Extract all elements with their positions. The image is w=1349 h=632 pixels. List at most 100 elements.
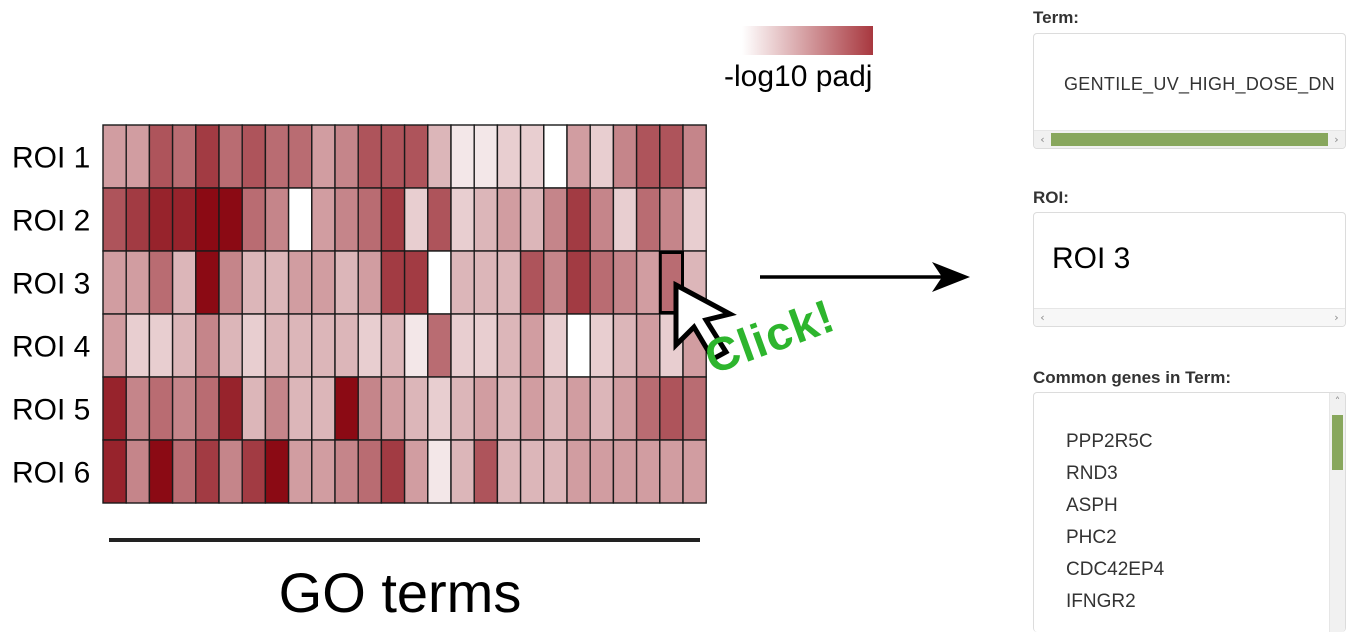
heatmap-cell[interactable] — [682, 439, 707, 504]
heatmap-cell[interactable] — [543, 187, 568, 252]
heatmap-cell[interactable] — [125, 250, 151, 315]
heatmap-cell[interactable] — [171, 376, 197, 441]
heatmap-cell[interactable] — [264, 187, 290, 252]
heatmap-cell[interactable] — [612, 313, 638, 378]
heatmap-cell[interactable] — [357, 376, 383, 441]
heatmap-cell[interactable] — [635, 439, 661, 504]
heatmap-cell[interactable] — [171, 250, 197, 315]
heatmap-cell[interactable] — [171, 187, 197, 252]
heatmap-cell[interactable] — [427, 313, 452, 378]
heatmap-cell[interactable] — [473, 250, 499, 315]
heatmap-cell[interactable] — [519, 124, 545, 189]
heatmap-cell[interactable] — [264, 124, 290, 189]
heatmap-cell[interactable] — [450, 439, 475, 504]
heatmap-cell[interactable] — [357, 124, 383, 189]
heatmap-cell[interactable] — [589, 439, 615, 504]
heatmap-cell[interactable] — [635, 187, 661, 252]
heatmap-cell[interactable] — [566, 376, 591, 441]
heatmap-cell[interactable] — [380, 439, 406, 504]
heatmap-cell[interactable] — [311, 187, 336, 252]
heatmap-cell[interactable] — [543, 124, 568, 189]
heatmap-cell[interactable] — [403, 376, 429, 441]
heatmap-cell[interactable] — [287, 313, 313, 378]
heatmap-cell[interactable] — [612, 124, 638, 189]
heatmap-cell[interactable] — [519, 376, 545, 441]
heatmap-cell[interactable] — [427, 250, 452, 315]
heatmap-cell[interactable] — [241, 124, 267, 189]
heatmap-cell[interactable] — [241, 187, 267, 252]
heatmap-cell[interactable] — [334, 124, 359, 189]
heatmap-cell[interactable] — [287, 439, 313, 504]
heatmap-cell[interactable] — [635, 124, 661, 189]
heatmap-cell[interactable] — [334, 439, 359, 504]
heatmap-cell[interactable] — [311, 250, 336, 315]
heatmap-cell[interactable] — [635, 313, 661, 378]
heatmap-cell[interactable] — [195, 313, 220, 378]
heatmap-cell[interactable] — [357, 250, 383, 315]
heatmap-cell[interactable] — [287, 124, 313, 189]
heatmap-cell[interactable] — [380, 313, 406, 378]
heatmap-cell[interactable] — [148, 376, 174, 441]
heatmap-cell[interactable] — [473, 124, 499, 189]
heatmap-cell[interactable] — [218, 124, 243, 189]
heatmap-cell[interactable] — [496, 376, 522, 441]
heatmap-cell[interactable] — [659, 376, 684, 441]
heatmap-cell[interactable] — [287, 376, 313, 441]
heatmap-cell[interactable] — [450, 187, 475, 252]
heatmap-cell[interactable] — [357, 313, 383, 378]
scroll-right-icon[interactable]: › — [1334, 133, 1339, 146]
heatmap-cell[interactable] — [543, 250, 568, 315]
heatmap-cell[interactable] — [543, 439, 568, 504]
heatmap-cell[interactable] — [195, 250, 220, 315]
heatmap-cell[interactable] — [427, 376, 452, 441]
heatmap-cell[interactable] — [427, 439, 452, 504]
heatmap-cell[interactable] — [218, 187, 243, 252]
heatmap-cell[interactable] — [195, 376, 220, 441]
heatmap-cell[interactable] — [496, 439, 522, 504]
heatmap-cell[interactable] — [566, 187, 591, 252]
heatmap-cell[interactable] — [218, 439, 243, 504]
heatmap-cell[interactable] — [519, 250, 545, 315]
heatmap-cell[interactable] — [218, 376, 243, 441]
heatmap-cell[interactable] — [427, 124, 452, 189]
heatmap-cell[interactable] — [148, 250, 174, 315]
heatmap-cell[interactable] — [102, 187, 127, 252]
heatmap-cell[interactable] — [473, 187, 499, 252]
heatmap-cell[interactable] — [241, 313, 267, 378]
heatmap-cell[interactable] — [450, 313, 475, 378]
heatmap-cell[interactable] — [148, 313, 174, 378]
heatmap-cell[interactable] — [566, 124, 591, 189]
heatmap-cell[interactable] — [311, 124, 336, 189]
heatmap-cell[interactable] — [380, 250, 406, 315]
heatmap-cell[interactable] — [403, 313, 429, 378]
heatmap-cell[interactable] — [682, 376, 707, 441]
genes-vertical-scrollbar[interactable]: ˄ — [1329, 393, 1345, 632]
heatmap-cell[interactable] — [519, 313, 545, 378]
heatmap-cell[interactable] — [589, 187, 615, 252]
heatmap-cell[interactable] — [403, 439, 429, 504]
heatmap-cell[interactable] — [473, 313, 499, 378]
heatmap-cell[interactable] — [241, 439, 267, 504]
heatmap-cell[interactable] — [264, 250, 290, 315]
heatmap-cell[interactable] — [334, 187, 359, 252]
heatmap-cell[interactable] — [102, 439, 127, 504]
heatmap-cell[interactable] — [403, 250, 429, 315]
heatmap-cell[interactable] — [241, 250, 267, 315]
heatmap-cell[interactable] — [659, 439, 684, 504]
heatmap-cell[interactable] — [450, 124, 475, 189]
heatmap-cell[interactable] — [195, 187, 220, 252]
heatmap-cell[interactable] — [171, 313, 197, 378]
heatmap-cell[interactable] — [125, 187, 151, 252]
heatmap-cell[interactable] — [519, 187, 545, 252]
heatmap-cell[interactable] — [102, 313, 127, 378]
heatmap-cell[interactable] — [380, 124, 406, 189]
heatmap-cell[interactable] — [682, 124, 707, 189]
heatmap-cell[interactable] — [612, 439, 638, 504]
heatmap-cell[interactable] — [125, 313, 151, 378]
heatmap-cell[interactable] — [403, 187, 429, 252]
heatmap-cell[interactable] — [612, 376, 638, 441]
heatmap-cell[interactable] — [334, 376, 359, 441]
heatmap-cell[interactable] — [380, 187, 406, 252]
heatmap-cell[interactable] — [496, 313, 522, 378]
